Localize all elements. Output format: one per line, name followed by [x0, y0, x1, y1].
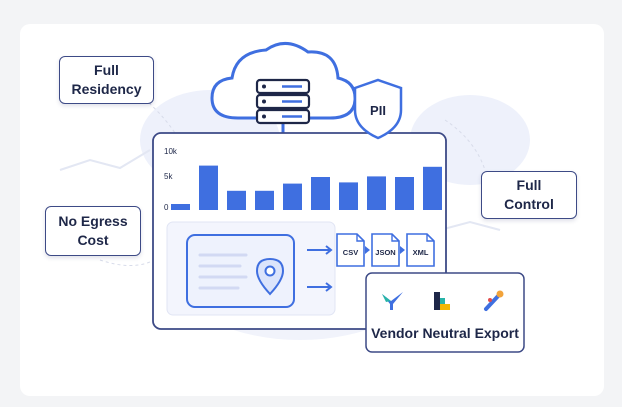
bar — [339, 182, 358, 210]
bar — [283, 183, 302, 210]
y-tick-label: 10k — [164, 147, 178, 156]
chevron-right-icon — [365, 246, 370, 254]
bar — [171, 204, 190, 210]
csv-file-icon: CSV — [336, 233, 365, 267]
bar-chart: 10k 5k 0 — [164, 147, 442, 212]
bar — [367, 176, 386, 210]
y-tick-label: 0 — [164, 203, 169, 212]
json-file-icon: JSON — [371, 233, 400, 267]
vendor-logo-icon — [484, 290, 504, 311]
full-residency-badge: Full Residency — [59, 56, 154, 104]
bar — [199, 165, 218, 210]
arrow-to-vendor-export — [307, 282, 333, 292]
vendor-export-label: Vendor Neutral Export — [371, 325, 519, 341]
vendor-logo-icon — [434, 292, 450, 310]
export-format-label: XML — [413, 248, 429, 257]
pii-label: PII — [370, 103, 386, 118]
vendor-logo-icon — [382, 292, 403, 310]
bar — [395, 177, 414, 210]
export-format-label: CSV — [343, 248, 358, 257]
bar — [227, 190, 246, 210]
no-egress-cost-badge: No Egress Cost — [45, 206, 141, 256]
export-format-label: JSON — [375, 248, 395, 257]
bar — [423, 166, 442, 210]
xml-file-icon: XML — [406, 233, 435, 267]
arrow-to-formats — [307, 245, 333, 255]
location-pin-icon — [255, 257, 285, 296]
server-icon — [255, 78, 311, 134]
document-card — [166, 221, 336, 316]
bar — [255, 190, 274, 210]
bar — [311, 177, 330, 210]
chevron-right-icon — [400, 246, 405, 254]
vendor-export-box — [365, 272, 525, 353]
export-formats: CSV JSON XML — [336, 233, 435, 267]
full-control-badge: Full Control — [481, 171, 577, 219]
pii-shield-icon: PII — [353, 78, 403, 140]
y-tick-label: 5k — [164, 172, 173, 181]
